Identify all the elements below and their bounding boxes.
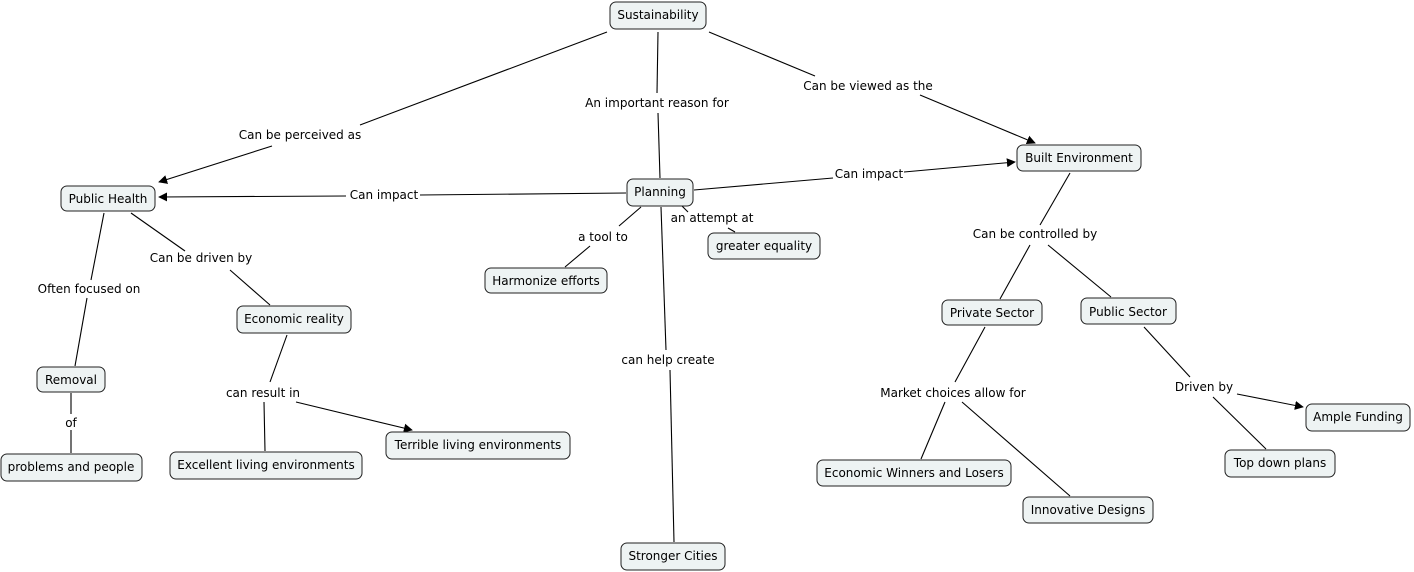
edge-reason-to-planning [657, 112, 661, 179]
edge-sustainability-to-reason [656, 31, 659, 94]
node-innovative-designs-label: Innovative Designs [1031, 503, 1146, 517]
link-important-reason-for: An important reason for [585, 96, 729, 110]
link-can-impact-left: Can impact [350, 188, 419, 202]
node-economic-winners[interactable]: Economic Winners and Losers [816, 459, 1012, 487]
edge-planning-to-tool [618, 206, 642, 227]
edge-often-to-removal [74, 297, 88, 367]
edge-planning-to-impact-left [419, 192, 627, 196]
edge-planning-to-help [660, 206, 667, 351]
edge-impact-left-to-public-health [158, 192, 347, 202]
edge-health-to-often [90, 212, 105, 281]
edge-perceived-to-public-health [158, 145, 273, 184]
edge-result-to-terrible [295, 401, 413, 433]
link-can-be-driven-by: Can be driven by [150, 251, 252, 265]
node-greater-equality[interactable]: greater equality [707, 232, 821, 260]
node-built-environment[interactable]: Built Environment [1016, 144, 1142, 172]
edge-tool-to-harmonize [564, 245, 591, 268]
link-of: of [65, 416, 77, 430]
node-built-environment-label: Built Environment [1025, 151, 1133, 165]
edge-planning-to-impact-right [693, 177, 834, 191]
edge-controlled-to-public [1047, 244, 1112, 298]
edge-drivenby-to-funding [1236, 393, 1304, 410]
node-excellent-living[interactable]: Excellent living environments [169, 451, 363, 480]
link-driven-by: Driven by [1175, 380, 1233, 394]
link-can-be-perceived-as: Can be perceived as [239, 128, 361, 142]
node-public-health[interactable]: Public Health [60, 185, 156, 212]
edge-sustainability-to-viewed [708, 31, 816, 77]
link-a-tool-to: a tool to [578, 230, 628, 244]
node-excellent-living-label: Excellent living environments [177, 458, 354, 472]
node-harmonize-efforts-label: Harmonize efforts [492, 274, 599, 288]
node-top-down-plans[interactable]: Top down plans [1224, 449, 1336, 478]
node-stronger-cities[interactable]: Stronger Cities [620, 542, 726, 571]
node-stronger-cities-label: Stronger Cities [628, 549, 717, 563]
edge-sustainability-to-perceived [359, 31, 608, 126]
node-planning[interactable]: Planning [626, 178, 694, 207]
node-private-sector[interactable]: Private Sector [941, 299, 1043, 326]
node-planning-label: Planning [634, 185, 686, 199]
edge-economic-to-result [269, 334, 288, 383]
edge-help-to-stronger [669, 369, 675, 543]
node-sustainability[interactable]: Sustainability [609, 1, 707, 30]
node-private-sector-label: Private Sector [950, 306, 1034, 320]
link-can-help-create: can help create [621, 353, 714, 367]
edges [70, 31, 1304, 543]
node-economic-winners-label: Economic Winners and Losers [824, 466, 1003, 480]
node-problems-and-people[interactable]: problems and people [0, 453, 143, 482]
edge-market-to-winners [920, 401, 946, 460]
node-removal-label: Removal [45, 373, 97, 387]
node-economic-reality[interactable]: Economic reality [236, 305, 352, 334]
edge-market-to-innovative [961, 401, 1071, 497]
node-ample-funding[interactable]: Ample Funding [1305, 403, 1411, 432]
edge-built-to-controlled [1039, 172, 1071, 226]
link-can-result-in: can result in [226, 386, 300, 400]
edge-controlled-to-private [999, 244, 1031, 300]
node-terrible-living[interactable]: Terrible living environments [385, 431, 571, 460]
node-removal[interactable]: Removal [36, 366, 106, 393]
node-top-down-plans-label: Top down plans [1233, 456, 1326, 470]
node-problems-and-people-label: problems and people [8, 460, 135, 474]
node-innovative-designs[interactable]: Innovative Designs [1022, 496, 1154, 524]
edge-result-to-excellent [263, 401, 266, 452]
edge-private-to-market [954, 326, 986, 383]
edge-public-to-drivenby [1143, 326, 1191, 378]
edge-impact-right-to-built [903, 158, 1016, 173]
node-sustainability-label: Sustainability [617, 8, 698, 22]
edge-viewed-to-built [919, 94, 1036, 145]
node-economic-reality-label: Economic reality [244, 312, 344, 326]
edge-driven-to-economic [229, 269, 271, 306]
node-public-sector[interactable]: Public Sector [1080, 297, 1177, 325]
node-greater-equality-label: greater equality [716, 239, 812, 253]
edge-attempt-to-equality [727, 227, 736, 233]
link-market-choices: Market choices allow for [880, 386, 1026, 400]
link-can-impact-right: Can impact [835, 167, 904, 181]
edge-health-to-driven [130, 212, 186, 252]
node-harmonize-efforts[interactable]: Harmonize efforts [484, 267, 608, 294]
link-labels: Can be perceived as An important reason … [38, 79, 1233, 430]
node-ample-funding-label: Ample Funding [1313, 410, 1403, 424]
edge-drivenby-to-topdown [1212, 396, 1267, 450]
link-an-attempt-at: an attempt at [671, 211, 754, 225]
edge-planning-to-attempt [681, 205, 689, 213]
node-public-sector-label: Public Sector [1089, 305, 1167, 319]
link-can-be-viewed-as-the: Can be viewed as the [803, 79, 933, 93]
link-often-focused-on: Often focused on [38, 282, 141, 296]
node-public-health-label: Public Health [69, 192, 148, 206]
link-can-be-controlled-by: Can be controlled by [973, 227, 1097, 241]
node-terrible-living-label: Terrible living environments [394, 438, 562, 452]
